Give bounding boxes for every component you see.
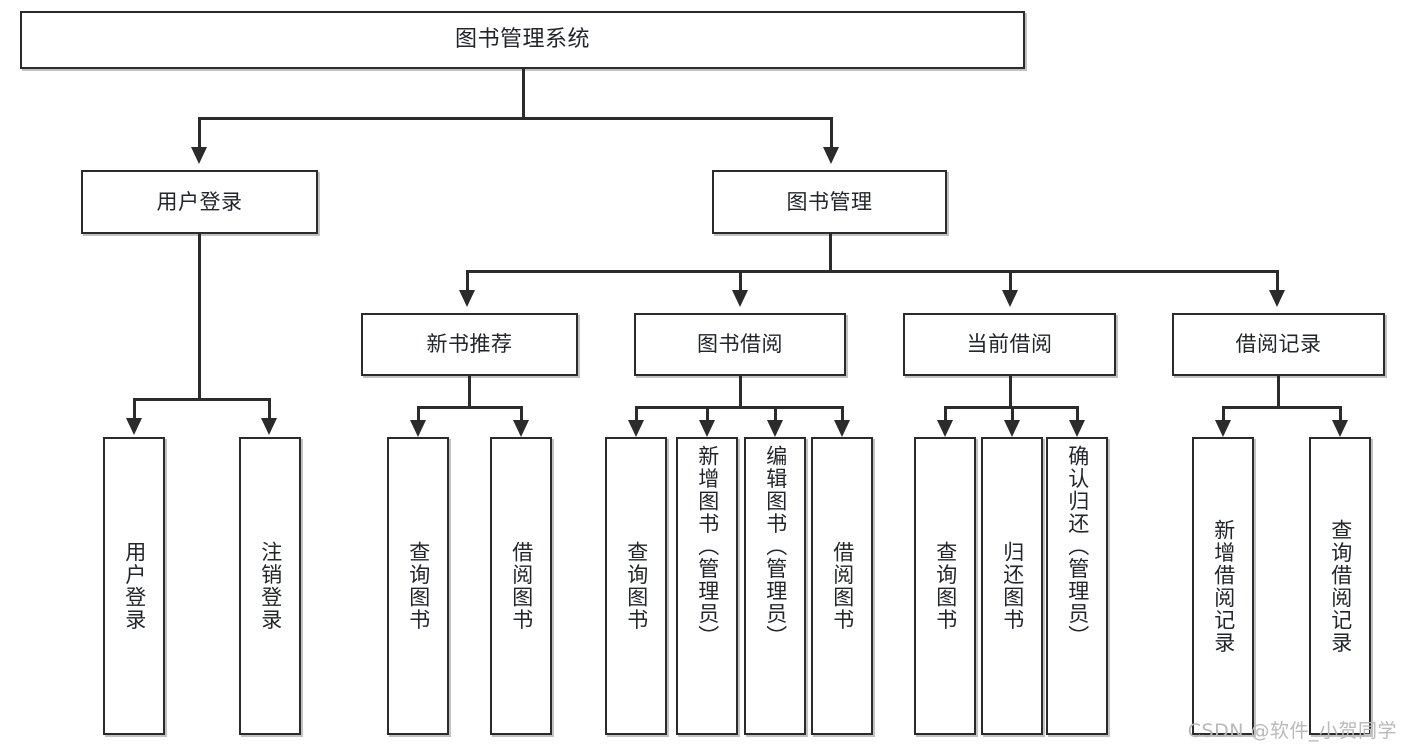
leaf-label: 注销登录 (258, 541, 283, 631)
connector-new-book-rec-rail (417, 406, 522, 409)
arrowhead-book-manage (823, 147, 839, 164)
arrowhead-leaf-borrow-book-2 (834, 420, 850, 437)
leaf-label: 借阅图书 (830, 541, 855, 631)
node-label: 借阅记录 (1235, 332, 1322, 357)
node-user-login[interactable]: 用户登录 (81, 170, 318, 234)
leaf-label: 查询图书 (933, 541, 958, 631)
arrowhead-leaf-confirm-return (1069, 420, 1085, 437)
leaf-logout[interactable]: 注销登录 (239, 437, 301, 735)
leaf-add-book-admin[interactable]: 新增图书（管理员） (676, 437, 738, 735)
connector-drop-borrow-record (1276, 270, 1279, 292)
leaf-label: 新增图书（管理员） (695, 445, 720, 648)
connector-current-borrow-stem (1009, 376, 1012, 408)
connector-new-book-rec-stem (468, 376, 471, 408)
arrowhead-leaf-return-book (1004, 420, 1020, 437)
arrowhead-leaf-add-record (1215, 420, 1231, 437)
connector-book-borrow-rail (635, 406, 843, 409)
connector-drop-leaf-borrow-book-1 (520, 406, 523, 422)
arrowhead-leaf-edit-book (767, 420, 783, 437)
arrowhead-leaf-query-book-2 (628, 420, 644, 437)
arrowhead-user-login (191, 147, 207, 164)
leaf-label: 确认归还（管理员） (1065, 445, 1090, 648)
connector-book-manage-stem (829, 234, 832, 272)
connector-book-borrow-stem (739, 376, 742, 408)
arrowhead-borrow-record (1269, 290, 1285, 307)
node-current-borrow[interactable]: 当前借阅 (903, 313, 1116, 376)
connector-drop-book-manage (830, 117, 833, 149)
node-book-management[interactable]: 图书管理 (712, 170, 947, 234)
leaf-edit-book-admin[interactable]: 编辑图书（管理员） (744, 437, 806, 735)
leaf-label: 查询图书 (624, 541, 649, 631)
connector-tier2-rail (198, 117, 832, 120)
leaf-label: 借阅图书 (509, 541, 534, 631)
node-label: 图书管理系统 (454, 27, 590, 53)
connector-drop-leaf-query-book-1 (417, 406, 420, 422)
leaf-borrow-book[interactable]: 借阅图书 (811, 437, 873, 735)
connector-drop-leaf-borrow-book-2 (841, 406, 844, 422)
leaf-query-book-borrow[interactable]: 查询图书 (605, 437, 667, 735)
connector-drop-leaf-add-record (1222, 406, 1225, 422)
leaf-query-borrow-record[interactable]: 查询借阅记录 (1309, 437, 1371, 735)
arrowhead-book-borrow (732, 290, 748, 307)
connector-drop-current-borrow (1009, 270, 1012, 292)
connector-drop-leaf-edit-book (774, 406, 777, 422)
node-label: 新书推荐 (426, 332, 513, 357)
connector-drop-book-borrow (739, 270, 742, 292)
node-label: 用户登录 (156, 189, 243, 214)
node-book-borrow[interactable]: 图书借阅 (634, 313, 846, 376)
leaf-confirm-return-admin[interactable]: 确认归还（管理员） (1046, 437, 1108, 735)
leaf-query-book-current[interactable]: 查询图书 (914, 437, 976, 735)
connector-drop-leaf-add-book (706, 406, 709, 422)
leaf-label: 新增借阅记录 (1211, 518, 1236, 654)
node-label: 图书管理 (786, 189, 873, 214)
connector-tier3-rail (466, 270, 1279, 273)
leaf-label: 用户登录 (122, 541, 147, 631)
connector-drop-leaf-user-login (133, 398, 136, 420)
connector-user-login-rail (133, 398, 270, 401)
leaf-return-book[interactable]: 归还图书 (981, 437, 1043, 735)
connector-drop-user-login (198, 117, 201, 149)
leaf-label: 编辑图书（管理员） (763, 445, 788, 648)
connector-drop-new-book-rec (466, 270, 469, 292)
arrowhead-current-borrow (1002, 290, 1018, 307)
arrowhead-new-book-rec (459, 290, 475, 307)
arrowhead-leaf-add-book (699, 420, 715, 437)
connector-drop-leaf-query-record (1339, 406, 1342, 422)
connector-user-login-stem (198, 234, 201, 400)
arrowhead-leaf-borrow-book-1 (513, 420, 529, 437)
node-label: 图书借阅 (697, 332, 783, 357)
connector-drop-leaf-query-book-2 (635, 406, 638, 422)
node-new-book-recommendation[interactable]: 新书推荐 (361, 313, 578, 376)
connector-borrow-record-stem (1277, 376, 1280, 408)
connector-borrow-record-rail (1222, 406, 1341, 409)
arrowhead-leaf-user-login (126, 418, 142, 435)
arrowhead-leaf-query-book-1 (410, 420, 426, 437)
arrowhead-leaf-logout (261, 418, 277, 435)
node-label: 当前借阅 (966, 332, 1053, 357)
node-root-book-management-system[interactable]: 图书管理系统 (20, 11, 1025, 69)
leaf-query-book-new-rec[interactable]: 查询图书 (387, 437, 449, 735)
leaf-label: 查询借阅记录 (1328, 518, 1353, 654)
leaf-user-login[interactable]: 用户登录 (103, 437, 165, 735)
leaf-add-borrow-record[interactable]: 新增借阅记录 (1192, 437, 1254, 735)
connector-drop-leaf-logout (268, 398, 271, 420)
connector-drop-leaf-confirm-return (1076, 406, 1079, 422)
connector-root-stem (522, 69, 525, 119)
leaf-borrow-book-new-rec[interactable]: 借阅图书 (490, 437, 552, 735)
leaf-label: 归还图书 (1000, 541, 1025, 631)
node-borrow-record[interactable]: 借阅记录 (1172, 313, 1385, 376)
connector-drop-leaf-query-book-3 (944, 406, 947, 422)
arrowhead-leaf-query-book-3 (937, 420, 953, 437)
leaf-label: 查询图书 (406, 541, 431, 631)
connector-drop-leaf-return-book (1011, 406, 1014, 422)
arrowhead-leaf-query-record (1332, 420, 1348, 437)
